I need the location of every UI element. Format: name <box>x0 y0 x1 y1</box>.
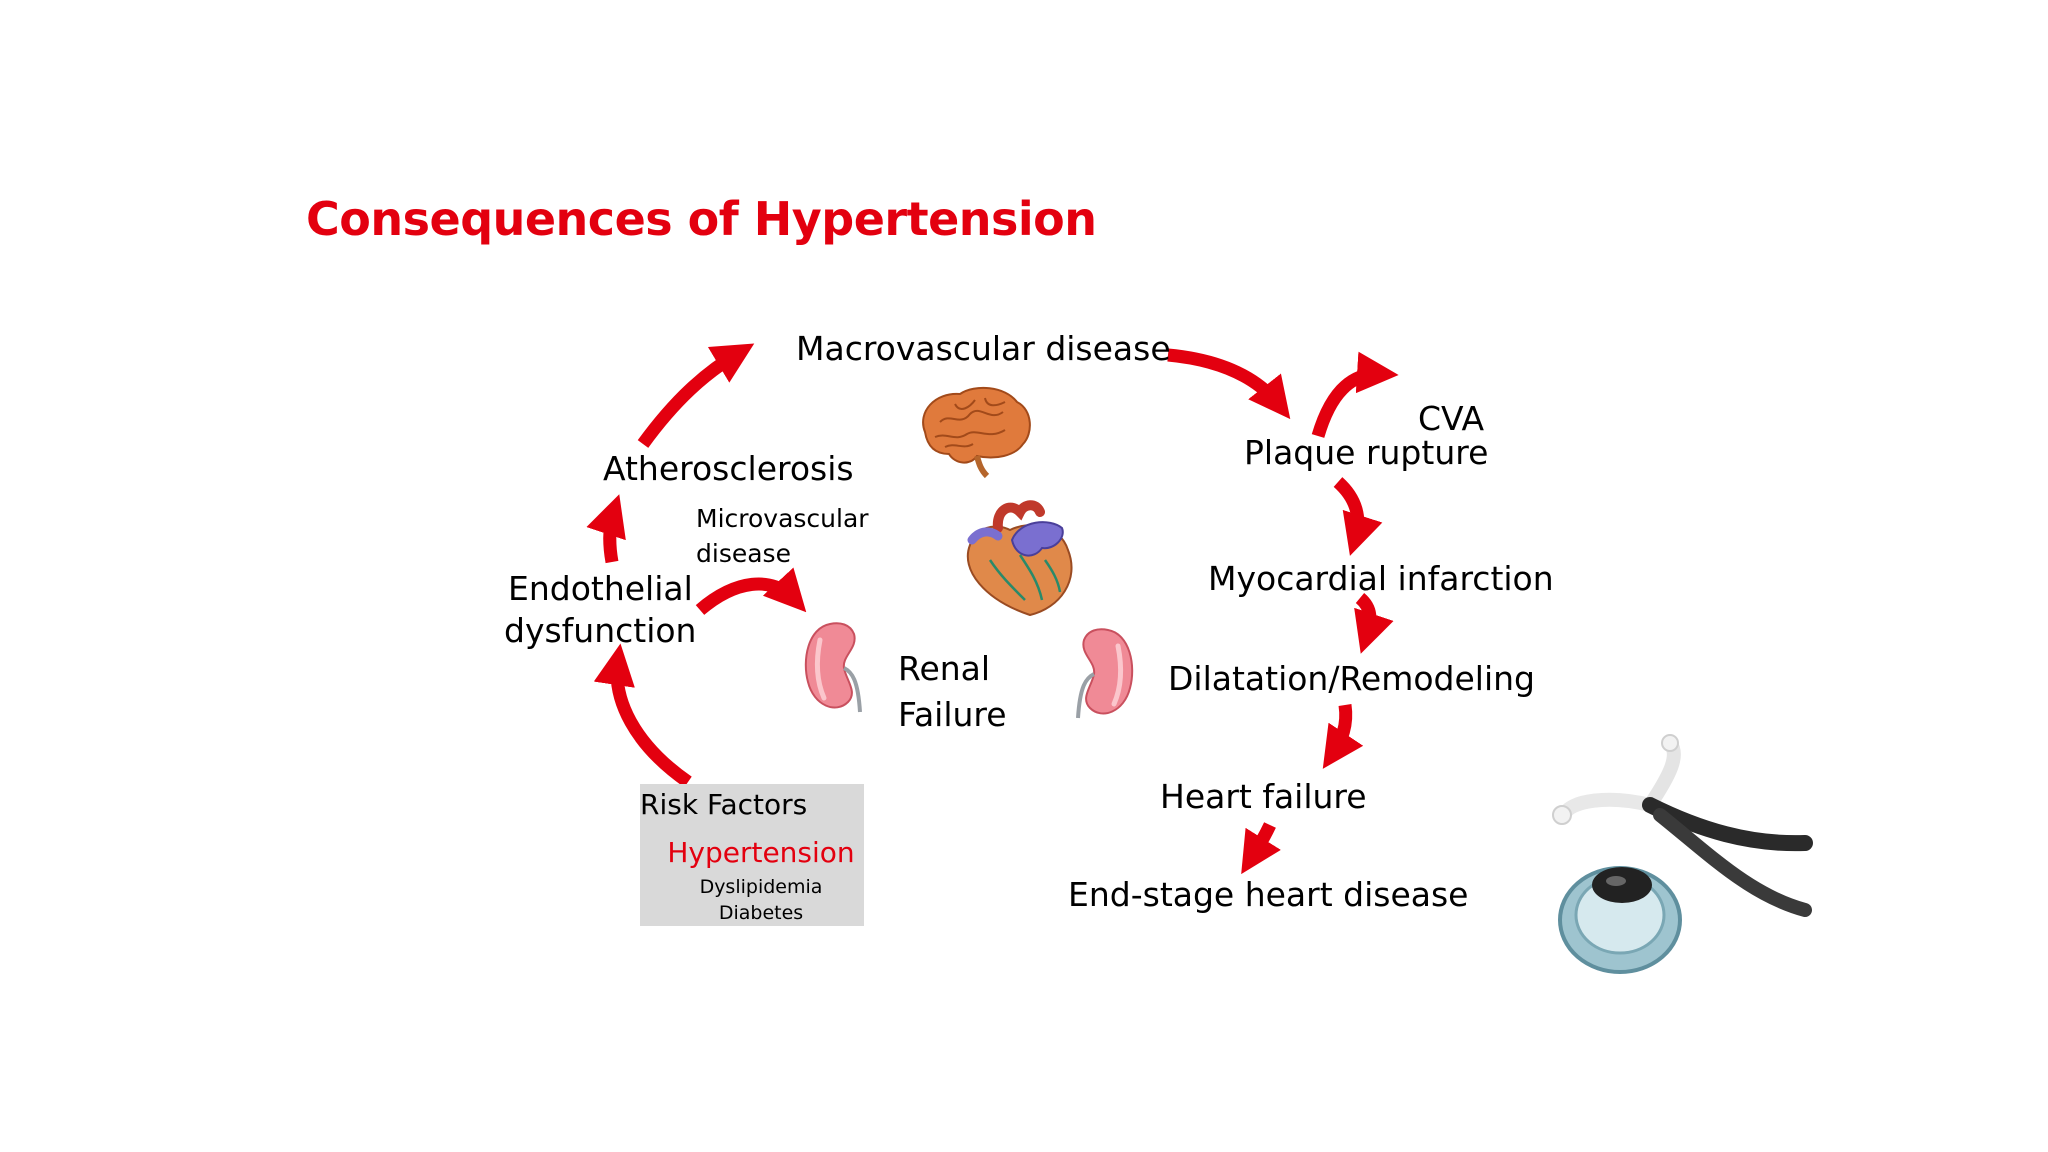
arrow-dilatation-to-hf <box>1322 704 1364 769</box>
node-endothelial-line1: Endothelial <box>508 569 693 608</box>
arrow-endothelial-to-athero <box>586 494 626 564</box>
node-renal-line1: Renal <box>898 649 991 688</box>
kidney-icon <box>1076 628 1134 719</box>
heart-icon <box>966 500 1073 617</box>
page-title: Consequences of Hypertension <box>306 192 1097 246</box>
node-microvascular-line2: disease <box>696 539 791 568</box>
node-microvascular-line1: Microvascular <box>696 504 869 533</box>
arrow-macro-to-plaque <box>1167 348 1291 420</box>
arrow-plaque-to-mi <box>1333 477 1383 556</box>
brain-icon <box>922 386 1031 479</box>
arrow-risk-to-endothelial <box>593 643 692 788</box>
node-endothelial-line2: dysfunction <box>504 611 697 650</box>
kidney-icon <box>804 622 862 713</box>
node-heart-failure: Heart failure <box>1160 777 1367 816</box>
node-plaque-rupture: Plaque rupture <box>1244 433 1489 472</box>
node-myocardial-infarction: Myocardial infarction <box>1208 559 1554 598</box>
arrow-hf-to-endstage <box>1241 822 1281 875</box>
risk-factor-diabetes: Diabetes <box>718 902 804 924</box>
node-end-stage: End-stage heart disease <box>1068 875 1469 914</box>
arrow-endothelial-to-kidney <box>695 567 807 616</box>
node-atherosclerosis: Atherosclerosis <box>603 449 854 488</box>
risk-factor-dyslipidemia: Dyslipidemia <box>699 876 823 898</box>
risk-factors-title: Risk Factors <box>640 788 808 821</box>
node-cva: CVA <box>1418 399 1485 438</box>
arrow-plaque-to-cva <box>1311 351 1399 438</box>
stethoscope-icon <box>1552 734 1813 974</box>
risk-factors-box: Risk Factors Hypertension Dyslipidemia D… <box>640 784 864 926</box>
arrow-mi-to-dilatation <box>1354 593 1394 654</box>
node-dilatation: Dilatation/Remodeling <box>1168 659 1535 698</box>
arrow-athero-to-macro <box>637 343 755 448</box>
risk-factor-hypertension: Hypertension <box>667 836 855 869</box>
node-renal-line2: Failure <box>898 695 1007 734</box>
node-macrovascular: Macrovascular disease <box>796 329 1171 368</box>
